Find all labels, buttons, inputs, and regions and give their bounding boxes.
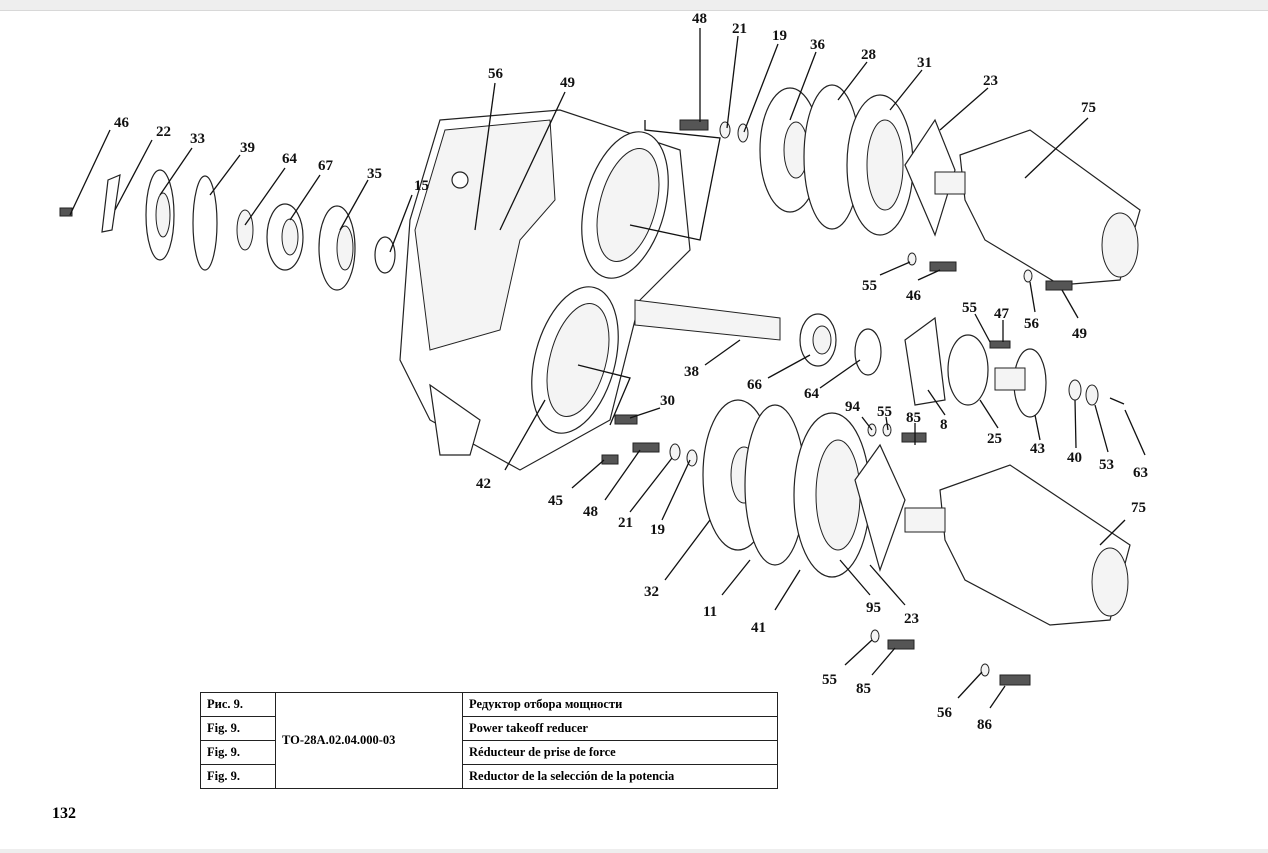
caption-fig-cell: Рис. 9.: [200, 692, 276, 717]
shaft-parts: [634, 299, 1125, 418]
callout-64-b: 64: [804, 386, 820, 402]
callout-46-b: 46: [906, 288, 922, 304]
callout-21-b: 21: [618, 515, 633, 531]
callout-40: 40: [1067, 450, 1082, 466]
callout-23: 23: [983, 73, 998, 89]
callout-95: 95: [866, 600, 881, 616]
callout-38: 38: [684, 364, 699, 380]
callout-47: 47: [994, 306, 1010, 322]
callout-75: 75: [1081, 100, 1096, 116]
callout-49: 49: [560, 75, 575, 91]
callout-33: 33: [190, 131, 205, 147]
callout-43: 43: [1030, 441, 1045, 457]
caption-title-cell: Power takeoff reducer: [462, 716, 778, 741]
caption-title-cell: Réducteur de prise de force: [462, 740, 778, 765]
callout-56-c: 56: [937, 705, 953, 721]
callout-63: 63: [1133, 465, 1148, 481]
callout-19-b: 19: [650, 522, 665, 538]
callout-94: 94: [845, 399, 861, 415]
callout-75-b: 75: [1131, 500, 1146, 516]
caption-row: Fig. 9. Power takeoff reducer: [200, 716, 778, 741]
callout-56: 56: [488, 66, 504, 82]
callout-41: 41: [751, 620, 766, 636]
callout-31: 31: [917, 55, 932, 71]
left-parts: [59, 169, 396, 291]
callout-35: 35: [367, 166, 382, 182]
callout-85-b: 85: [856, 681, 871, 697]
callout-64: 64: [282, 151, 298, 167]
callout-66: 66: [747, 377, 763, 393]
callout-86: 86: [977, 717, 993, 733]
callout-19: 19: [772, 28, 787, 44]
housing-part: [399, 109, 691, 471]
callout-32: 32: [644, 584, 659, 600]
callout-55-c: 55: [877, 404, 892, 420]
viewer-top-bar: [0, 0, 1268, 10]
caption-code-cell: ТО-28А.02.04.000-03: [275, 692, 463, 789]
caption-title-cell: Редуктор отбора мощности: [462, 692, 778, 717]
callout-49-b: 49: [1072, 326, 1087, 342]
callout-28: 28: [861, 47, 876, 63]
callout-labels: 46 22 33 39 64 67 35 15 56 49 48 21 19 3…: [114, 11, 1148, 733]
caption-title-cell: Reductor de la selección de la potencia: [462, 764, 778, 789]
caption-fig-cell: Fig. 9.: [200, 716, 276, 741]
callout-85: 85: [906, 410, 921, 426]
callout-46: 46: [114, 115, 130, 131]
callout-25: 25: [987, 431, 1002, 447]
callout-48-b: 48: [583, 504, 598, 520]
callout-11: 11: [703, 604, 717, 620]
lower-right-parts: [601, 399, 1131, 686]
callout-48: 48: [692, 11, 707, 27]
callout-56-b: 56: [1024, 316, 1040, 332]
figure-caption-table: Рис. 9. ТО-28А.02.04.000-03 Редуктор отб…: [200, 692, 778, 789]
callout-55-b: 55: [962, 300, 977, 316]
caption-fig-cell: Fig. 9.: [200, 764, 276, 789]
callout-55: 55: [862, 278, 877, 294]
caption-fig-cell: Fig. 9.: [200, 740, 276, 765]
callout-8: 8: [940, 417, 948, 433]
callout-42: 42: [476, 476, 491, 492]
caption-row: Рис. 9. ТО-28А.02.04.000-03 Редуктор отб…: [200, 692, 778, 789]
callout-36: 36: [810, 37, 826, 53]
callout-39: 39: [240, 140, 255, 156]
callout-21: 21: [732, 21, 747, 37]
callout-67: 67: [318, 158, 334, 174]
callout-55-d: 55: [822, 672, 837, 688]
caption-row: Fig. 9. Reductor de la selección de la p…: [200, 764, 778, 789]
callout-22: 22: [156, 124, 171, 140]
leader-lines: [69, 28, 1146, 709]
callout-15: 15: [414, 178, 429, 194]
page-number: 132: [52, 805, 76, 822]
callout-30: 30: [660, 393, 675, 409]
callout-23-b: 23: [904, 611, 919, 627]
callout-53: 53: [1099, 457, 1114, 473]
upper-right-parts: [679, 84, 1141, 291]
callout-45: 45: [548, 493, 563, 509]
